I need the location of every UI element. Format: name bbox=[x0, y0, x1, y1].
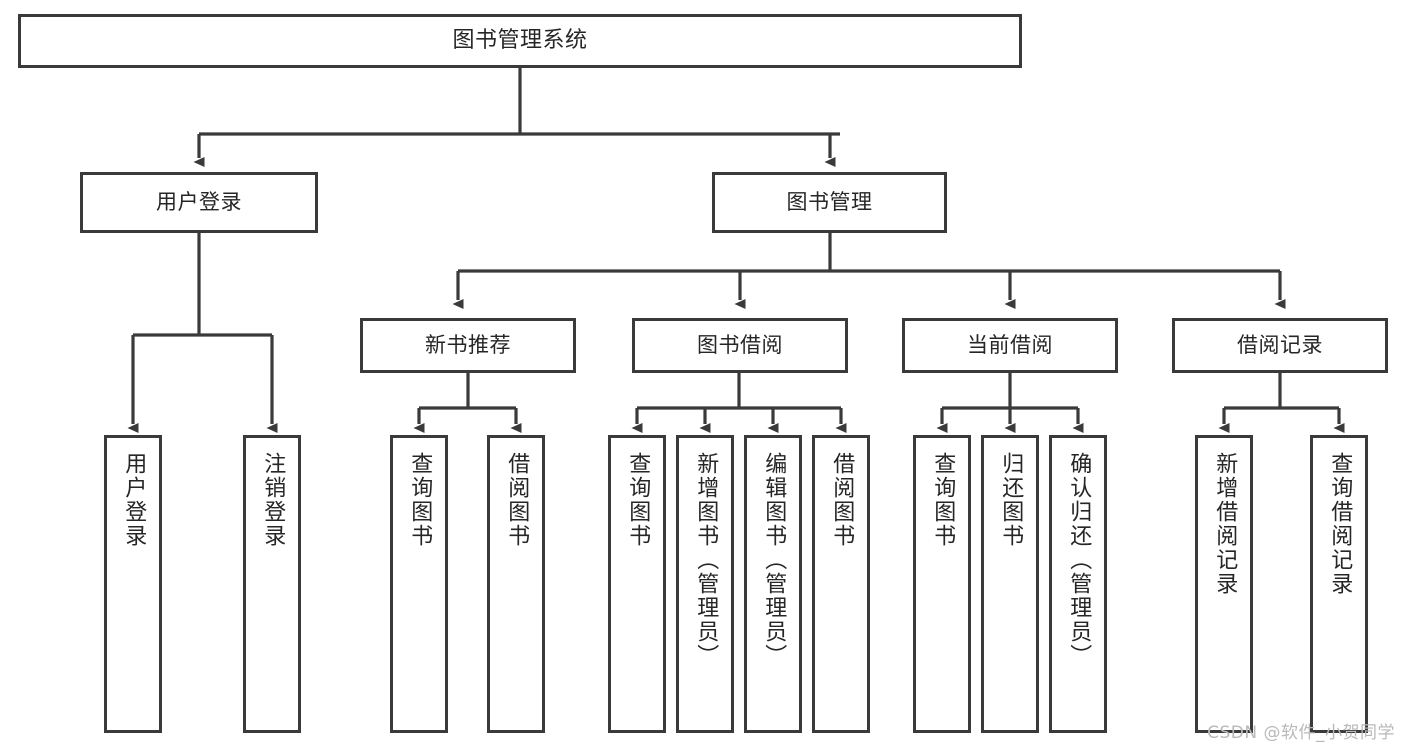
watermark-text: CSDN @软件_小贺同学 bbox=[1207, 723, 1395, 743]
node-label: 注销登录 bbox=[260, 452, 286, 548]
leaf-current-borrow-query[interactable]: 查询图书 bbox=[913, 435, 971, 733]
node-label: 当前借阅 bbox=[967, 333, 1053, 358]
node-label: 借阅图书 bbox=[504, 452, 530, 548]
leaf-book-borrow-add[interactable]: 新增图书（管理员） bbox=[676, 435, 734, 733]
node-book-borrow[interactable]: 图书借阅 bbox=[632, 318, 848, 373]
node-label: 新增借阅记录 bbox=[1212, 452, 1238, 596]
leaf-borrow-record-add[interactable]: 新增借阅记录 bbox=[1195, 435, 1253, 733]
node-label: 查询图书 bbox=[625, 452, 651, 548]
node-label: 确认归还（管理员） bbox=[1066, 452, 1092, 668]
node-label: 编辑图书（管理员） bbox=[761, 452, 787, 668]
leaf-book-borrow-edit[interactable]: 编辑图书（管理员） bbox=[744, 435, 802, 733]
leaf-user-login-login[interactable]: 用户登录 bbox=[104, 435, 162, 733]
node-label: 图书管理系统 bbox=[452, 28, 588, 54]
leaf-current-borrow-return[interactable]: 归还图书 bbox=[981, 435, 1039, 733]
leaf-user-login-logout[interactable]: 注销登录 bbox=[243, 435, 301, 733]
node-label: 借阅图书 bbox=[829, 452, 855, 548]
node-label: 图书管理 bbox=[786, 190, 873, 215]
node-label: 用户登录 bbox=[121, 452, 147, 548]
node-label: 新增图书（管理员） bbox=[693, 452, 719, 668]
leaf-new-book-borrow[interactable]: 借阅图书 bbox=[487, 435, 545, 733]
node-label: 用户登录 bbox=[156, 190, 242, 215]
node-label: 新书推荐 bbox=[425, 333, 511, 358]
node-current-borrow[interactable]: 当前借阅 bbox=[902, 318, 1118, 373]
node-user-login[interactable]: 用户登录 bbox=[80, 172, 318, 233]
leaf-book-borrow-query[interactable]: 查询图书 bbox=[608, 435, 666, 733]
node-label: 查询图书 bbox=[407, 452, 433, 548]
leaf-current-borrow-confirm-return[interactable]: 确认归还（管理员） bbox=[1049, 435, 1107, 733]
leaf-book-borrow-borrow[interactable]: 借阅图书 bbox=[812, 435, 870, 733]
node-label: 借阅记录 bbox=[1237, 333, 1323, 358]
node-label: 查询图书 bbox=[930, 452, 956, 548]
node-label: 图书借阅 bbox=[697, 333, 783, 358]
leaf-borrow-record-query[interactable]: 查询借阅记录 bbox=[1310, 435, 1368, 733]
leaf-new-book-query[interactable]: 查询图书 bbox=[390, 435, 448, 733]
node-label: 归还图书 bbox=[998, 452, 1024, 548]
node-borrow-record[interactable]: 借阅记录 bbox=[1172, 318, 1388, 373]
node-root-system[interactable]: 图书管理系统 bbox=[18, 14, 1022, 68]
node-label: 查询借阅记录 bbox=[1327, 452, 1353, 596]
node-new-book-recommend[interactable]: 新书推荐 bbox=[360, 318, 576, 373]
node-book-management[interactable]: 图书管理 bbox=[712, 172, 947, 233]
